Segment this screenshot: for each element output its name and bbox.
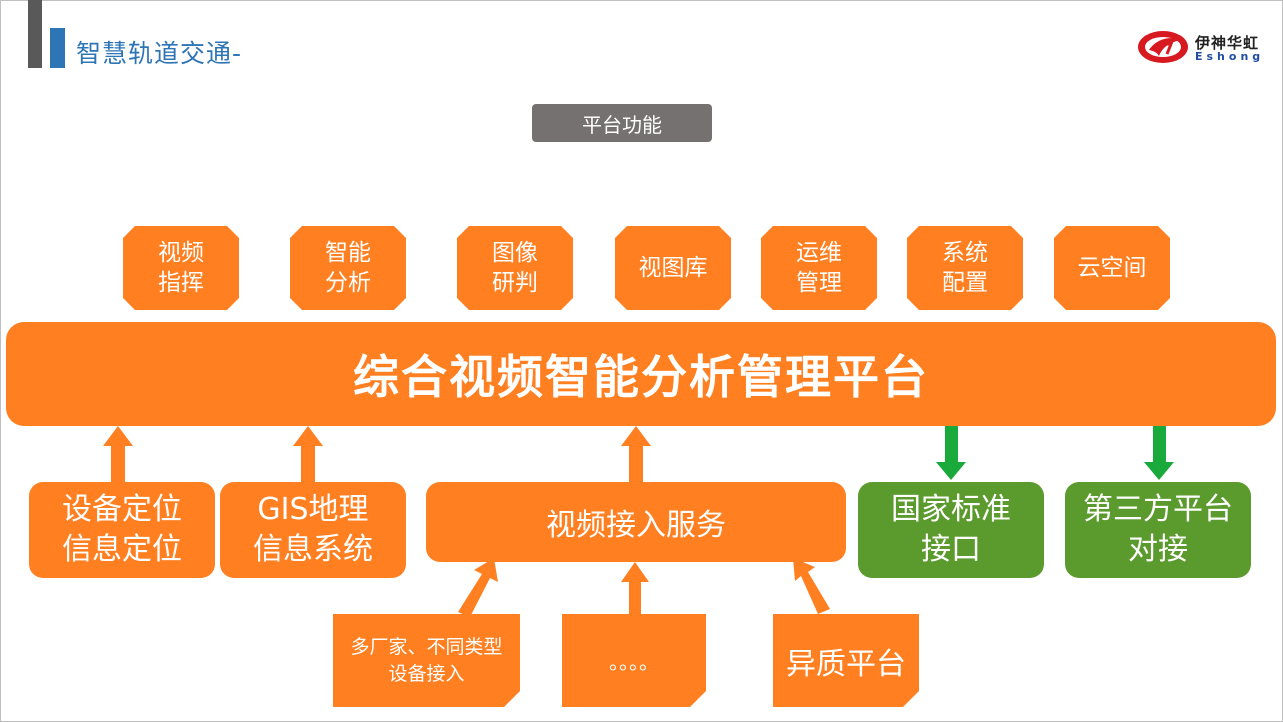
function-ops-management: 运维 管理 <box>761 226 877 310</box>
header-accent-blue <box>50 28 65 68</box>
third-party-platform-box: 第三方平台 对接 <box>1065 482 1251 578</box>
national-standard-interface-box: 国家标准 接口 <box>858 482 1044 578</box>
function-system-config: 系统 配置 <box>907 226 1023 310</box>
brand-logo: 伊神华虹 Eshong <box>1137 30 1267 64</box>
heterogeneous-platform-box: 异质平台 <box>773 614 919 707</box>
multi-vendor-devices-box: 多厂家、不同类型 设备接入 <box>333 614 520 707</box>
video-access-service-box: 视频接入服务 <box>426 482 846 562</box>
logo-chinese-text: 伊神华虹 <box>1195 34 1260 52</box>
section-label: 平台功能 <box>532 104 712 142</box>
function-video-command: 视频 指挥 <box>123 226 239 310</box>
device-location-box: 设备定位 信息定位 <box>29 482 215 578</box>
function-image-analysis: 图像 研判 <box>457 226 573 310</box>
logo-english-text: Eshong <box>1195 50 1265 63</box>
header-accent-dark <box>28 0 42 68</box>
gis-system-box: GIS地理 信息系统 <box>220 482 406 578</box>
function-cloud-space: 云空间 <box>1054 226 1170 310</box>
function-intelligent-analysis: 智能 分析 <box>290 226 406 310</box>
page-title: 智慧轨道交通- <box>76 39 243 68</box>
logo-mark-icon <box>1138 31 1188 63</box>
function-view-library: 视图库 <box>615 226 731 310</box>
ellipsis-source-box: 。。。。 <box>562 614 706 707</box>
core-platform-bar: 综合视频智能分析管理平台 <box>6 322 1276 426</box>
